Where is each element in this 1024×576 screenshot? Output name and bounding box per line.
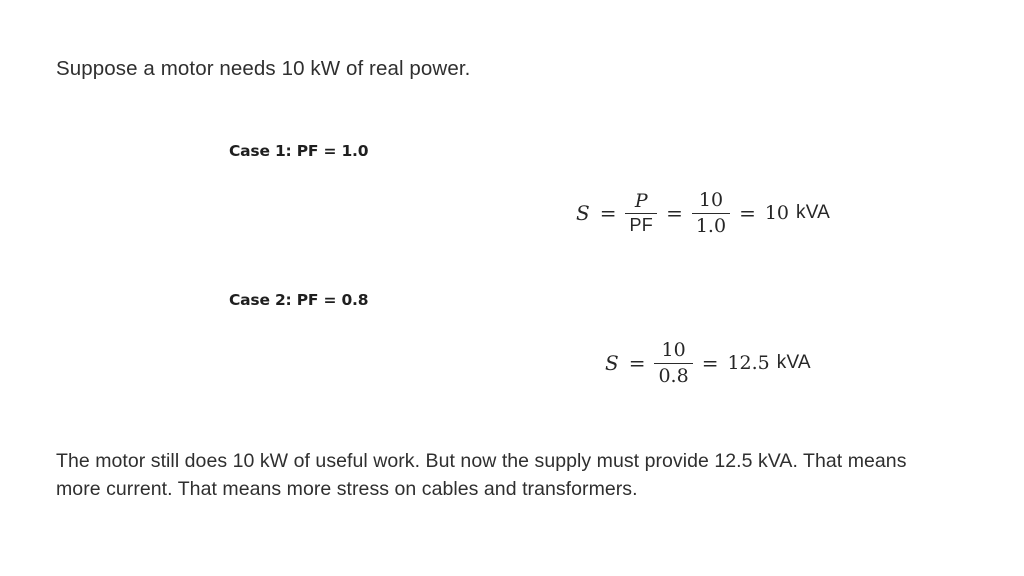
case-2-heading: Case 2: PF = 0.8 (229, 291, 369, 309)
equation-2-fraction: 10 0.8 (654, 339, 693, 387)
equation-2-fraction-denominator: 0.8 (658, 364, 689, 387)
fraction-bar (654, 362, 693, 364)
fraction-bar (691, 212, 731, 214)
case-2-equation: S = 10 0.8 = 12.5 kVA (605, 340, 811, 386)
equation-1-lhs-symbol: S (576, 201, 590, 226)
case-1-equation: S = P PF = 10 1.0 = 10 kVA (576, 190, 830, 236)
equation-2-equals-1: = (628, 351, 646, 376)
equation-1-equals-2: = (666, 201, 683, 226)
equation-1-fraction-1-denominator: PF (629, 215, 654, 236)
equation-2-result-value: 12.5 (727, 352, 770, 375)
equation-1-fraction-2: 10 1.0 (691, 189, 731, 237)
intro-text: Suppose a motor needs 10 kW of real powe… (56, 57, 471, 80)
equation-1-result-unit: kVA (796, 202, 831, 224)
equation-1-equals-3: = (739, 201, 756, 226)
equation-2-fraction-numerator: 10 (661, 339, 686, 361)
equation-1-fraction-1: P PF (625, 189, 658, 236)
equation-1-equals-1: = (599, 201, 617, 226)
fraction-bar (625, 213, 658, 215)
equation-2-lhs-symbol: S (605, 351, 619, 376)
equation-1-fraction-2-denominator: 1.0 (695, 214, 727, 237)
equation-2-result-unit: kVA (776, 352, 811, 374)
equation-1-result-value: 10 (764, 202, 790, 225)
equation-1-fraction-1-numerator: P (634, 189, 648, 212)
equation-2-equals-2: = (701, 351, 719, 376)
closing-paragraph: The motor still does 10 kW of useful wor… (56, 450, 907, 500)
case-1-heading: Case 1: PF = 1.0 (229, 142, 369, 160)
equation-1-fraction-2-numerator: 10 (698, 189, 724, 211)
